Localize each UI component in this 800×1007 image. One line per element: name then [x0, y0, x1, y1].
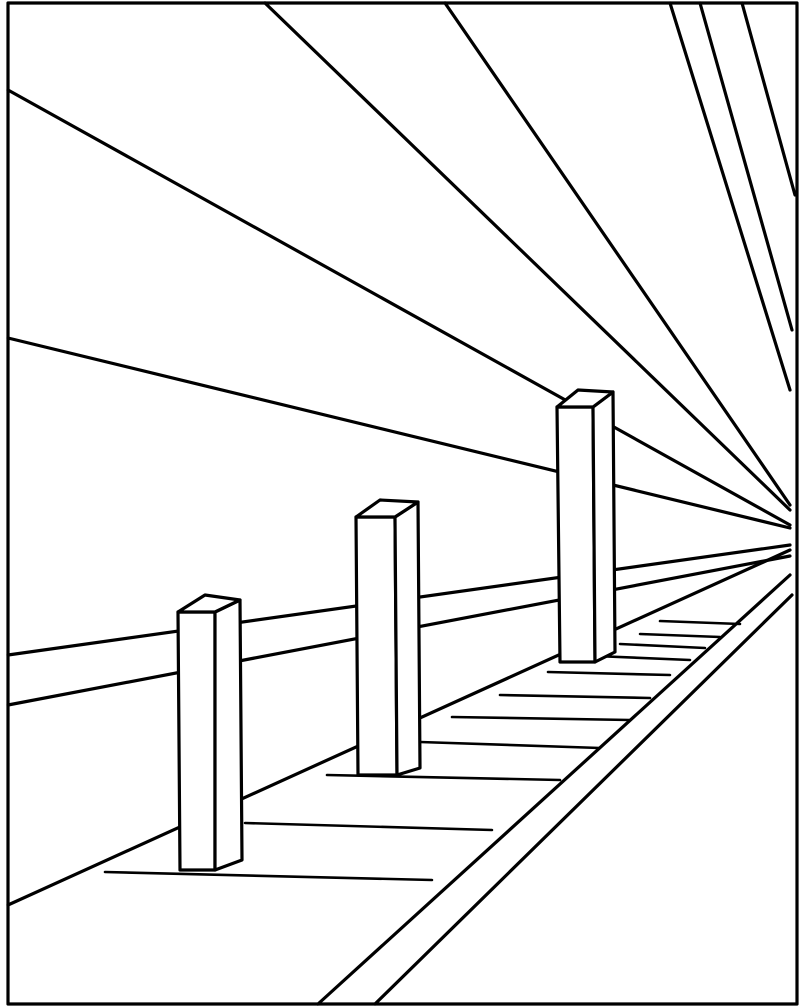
- post-front: [176, 593, 244, 872]
- wall-top-line: [6, 336, 792, 530]
- frame-border: [6, 1, 799, 1006]
- track-sleepers: [103, 619, 742, 882]
- post-rear: [555, 388, 617, 664]
- ceiling-perspective-lines: [6, 1, 797, 527]
- post-middle: [354, 498, 422, 777]
